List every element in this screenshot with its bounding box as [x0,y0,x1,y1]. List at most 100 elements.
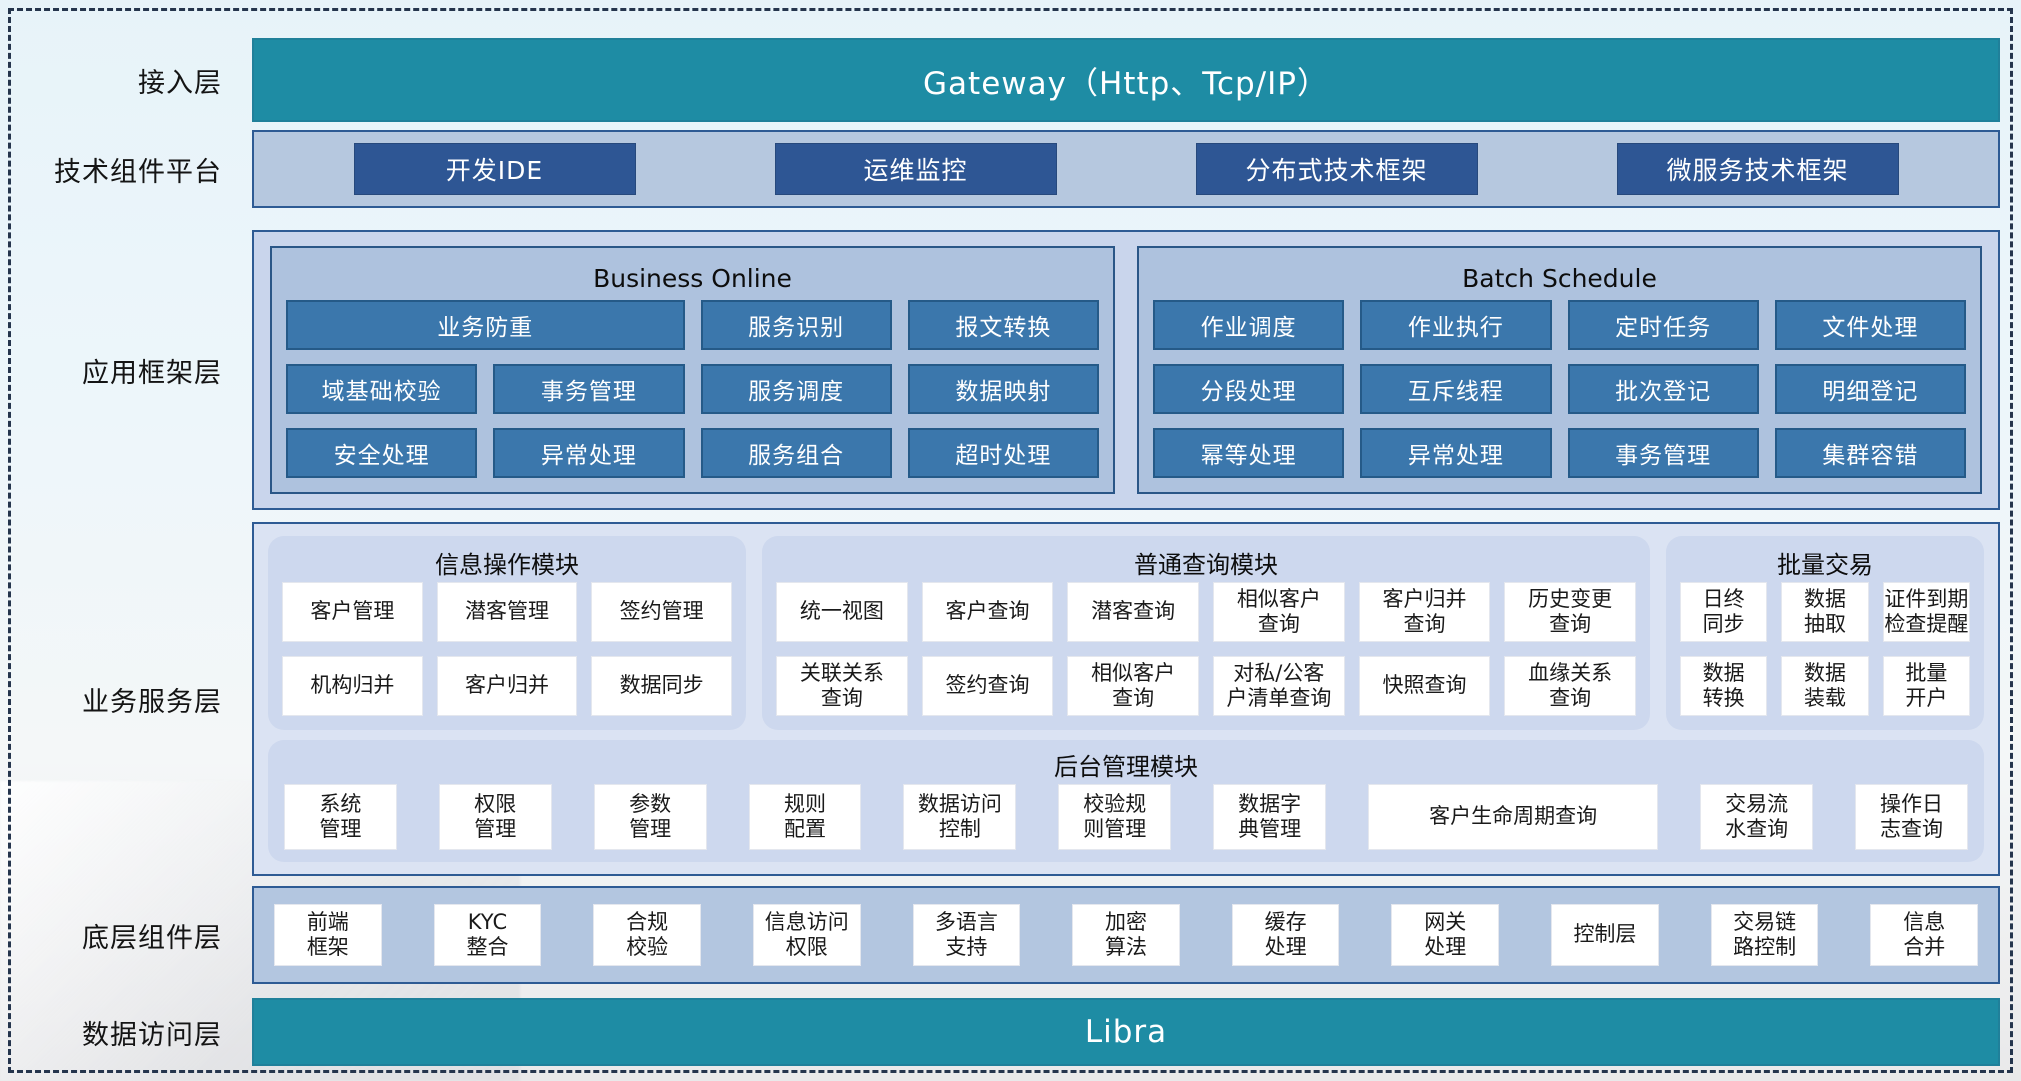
layer-app-framework: 应用框架层 Business Online 业务防重 服务识别 报文转换 域基础… [8,230,2013,510]
layer-label-access: 接入层 [138,67,222,99]
layer-tech-platform: 技术组件平台 开发IDE 运维监控 分布式技术框架 微服务技术框架 [8,130,2013,208]
layer-label-app-framework: 应用框架层 [82,357,222,389]
general-query-module: 普通查询模块 统一视图 客户查询 潜客查询 相似客户 查询 客户归并 查询 历史… [762,536,1650,730]
service-cell: 相似客户 查询 [1213,582,1345,642]
libra-bar: Libra [252,998,2000,1066]
admin-cell: 参数 管理 [593,784,707,850]
framework-cell: 域基础校验 [286,364,478,414]
layer-label-tech-platform: 技术组件平台 [54,156,222,188]
framework-cell: 数据映射 [907,364,1099,414]
base-cell: 网关 处理 [1391,904,1500,966]
diagram-dashed-frame [8,8,2013,1073]
service-cell: 对私/公客 户清单查询 [1213,656,1345,716]
service-cell: 数据同步 [591,656,732,716]
framework-cell: 定时任务 [1567,300,1759,350]
business-service-panel: 信息操作模块 客户管理 潜客管理 签约管理 机构归并 客户归并 数据同步 普通查… [252,522,2000,876]
framework-cell: 服务识别 [700,300,892,350]
base-cell: 前端 框架 [274,904,382,966]
info-operation-title: 信息操作模块 [435,550,579,579]
base-cell: KYC 整合 [433,904,542,966]
business-online-box: Business Online 业务防重 服务识别 报文转换 域基础校验 事务管… [270,246,1115,494]
batch-trade-title: 批量交易 [1777,550,1873,579]
gateway-bar-text: Gateway（Http、Tcp/IP） [923,65,1329,102]
tech-platform-panel: 开发IDE 运维监控 分布式技术框架 微服务技术框架 [252,130,2000,208]
framework-cell: 安全处理 [286,428,478,478]
admin-cell: 数据字 典管理 [1213,784,1327,850]
framework-cell: 集群容错 [1774,428,1966,478]
framework-cell: 事务管理 [1567,428,1759,478]
batch-schedule-box: Batch Schedule 作业调度 作业执行 定时任务 文件处理 分段处理 … [1137,246,1982,494]
layer-label-business-service: 业务服务层 [82,686,222,718]
service-cell: 签约管理 [591,582,732,642]
framework-cell: 服务组合 [700,428,892,478]
admin-cell: 交易流 水查询 [1700,784,1814,850]
admin-cell: 客户生命周期查询 [1368,784,1659,850]
framework-cell: 事务管理 [493,364,685,414]
admin-cell: 系统 管理 [284,784,397,850]
admin-cell: 数据访问 控制 [903,784,1017,850]
service-cell: 历史变更 查询 [1504,582,1636,642]
service-cell: 数据 装载 [1781,656,1869,716]
service-cell: 客户查询 [921,582,1054,642]
layer-data-access: 数据访问层 Libra [8,998,2013,1066]
service-cell: 机构归并 [282,656,423,716]
general-query-title: 普通查询模块 [1134,550,1278,579]
business-online-title: Business Online [593,263,792,293]
base-cell: 信息访问 权限 [752,904,861,966]
service-cell: 快照查询 [1358,656,1491,716]
framework-cell: 异常处理 [1360,428,1552,478]
admin-cell: 规则 配置 [748,784,862,850]
service-cell: 相似客户 查询 [1067,656,1199,716]
gateway-bar: Gateway（Http、Tcp/IP） [252,38,2000,122]
info-operation-module: 信息操作模块 客户管理 潜客管理 签约管理 机构归并 客户归并 数据同步 [268,536,746,730]
service-cell: 客户管理 [282,582,423,642]
layer-label-base-components: 底层组件层 [82,922,222,954]
framework-cell: 明细登记 [1774,364,1966,414]
base-cell: 控制层 [1551,904,1659,966]
framework-cell: 幂等处理 [1153,428,1345,478]
service-cell: 潜客管理 [436,582,578,642]
service-cell: 签约查询 [921,656,1054,716]
base-cell: 多语言 支持 [912,904,1021,966]
admin-cell: 操作日 志查询 [1855,784,1968,850]
service-cell: 血缘关系 查询 [1504,656,1636,716]
base-cell: 缓存 处理 [1231,904,1340,966]
service-cell: 数据 抽取 [1781,582,1869,642]
admin-module-title: 后台管理模块 [1054,752,1198,781]
layer-base-components: 底层组件层 前端 框架 KYC 整合 合规 校验 信息访问 权限 多语言 支持 … [8,886,2013,984]
base-cell: 信息 合并 [1870,904,1979,966]
app-framework-panel: Business Online 业务防重 服务识别 报文转换 域基础校验 事务管… [252,230,2000,510]
base-cell: 加密 算法 [1072,904,1180,966]
base-cell: 合规 校验 [593,904,701,966]
libra-bar-text: Libra [1084,1014,1168,1050]
layer-access: 接入层 Gateway（Http、Tcp/IP） [8,38,2013,122]
framework-cell: 作业执行 [1360,300,1552,350]
framework-cell: 报文转换 [907,300,1099,350]
framework-cell: 作业调度 [1153,300,1345,350]
service-cell: 客户归并 [436,656,578,716]
framework-cell: 分段处理 [1153,364,1345,414]
batch-schedule-title: Batch Schedule [1462,263,1657,293]
base-components-panel: 前端 框架 KYC 整合 合规 校验 信息访问 权限 多语言 支持 加密 算法 … [252,886,2000,984]
framework-cell: 批次登记 [1567,364,1759,414]
service-cell: 关联关系 查询 [776,656,908,716]
service-cell: 证件到期 检查提醒 [1882,582,1970,642]
admin-cell: 权限 管理 [438,784,552,850]
batch-trade-module: 批量交易 日终 同步 数据 抽取 证件到期 检查提醒 数据 转换 数据 装载 批… [1666,536,1984,730]
tech-item-distributed-framework: 分布式技术框架 [1195,143,1478,195]
service-cell: 数据 转换 [1680,656,1768,716]
base-cell: 交易链 路控制 [1710,904,1819,966]
service-cell: 潜客查询 [1067,582,1199,642]
framework-cell: 异常处理 [493,428,685,478]
tech-item-microservice-framework: 微服务技术框架 [1616,143,1899,195]
tech-item-dev-ide: 开发IDE [353,143,636,195]
service-cell: 批量 开户 [1882,656,1970,716]
tech-item-ops-monitor: 运维监控 [774,143,1057,195]
admin-module: 后台管理模块 系统 管理 权限 管理 参数 管理 规则 配置 数据访问 控制 校… [268,740,1984,862]
framework-cell: 文件处理 [1774,300,1966,350]
service-cell: 客户归并 查询 [1358,582,1491,642]
service-cell: 日终 同步 [1680,582,1768,642]
admin-cell: 校验规 则管理 [1058,784,1172,850]
layer-label-data-access: 数据访问层 [82,1019,222,1051]
framework-cell: 服务调度 [700,364,892,414]
